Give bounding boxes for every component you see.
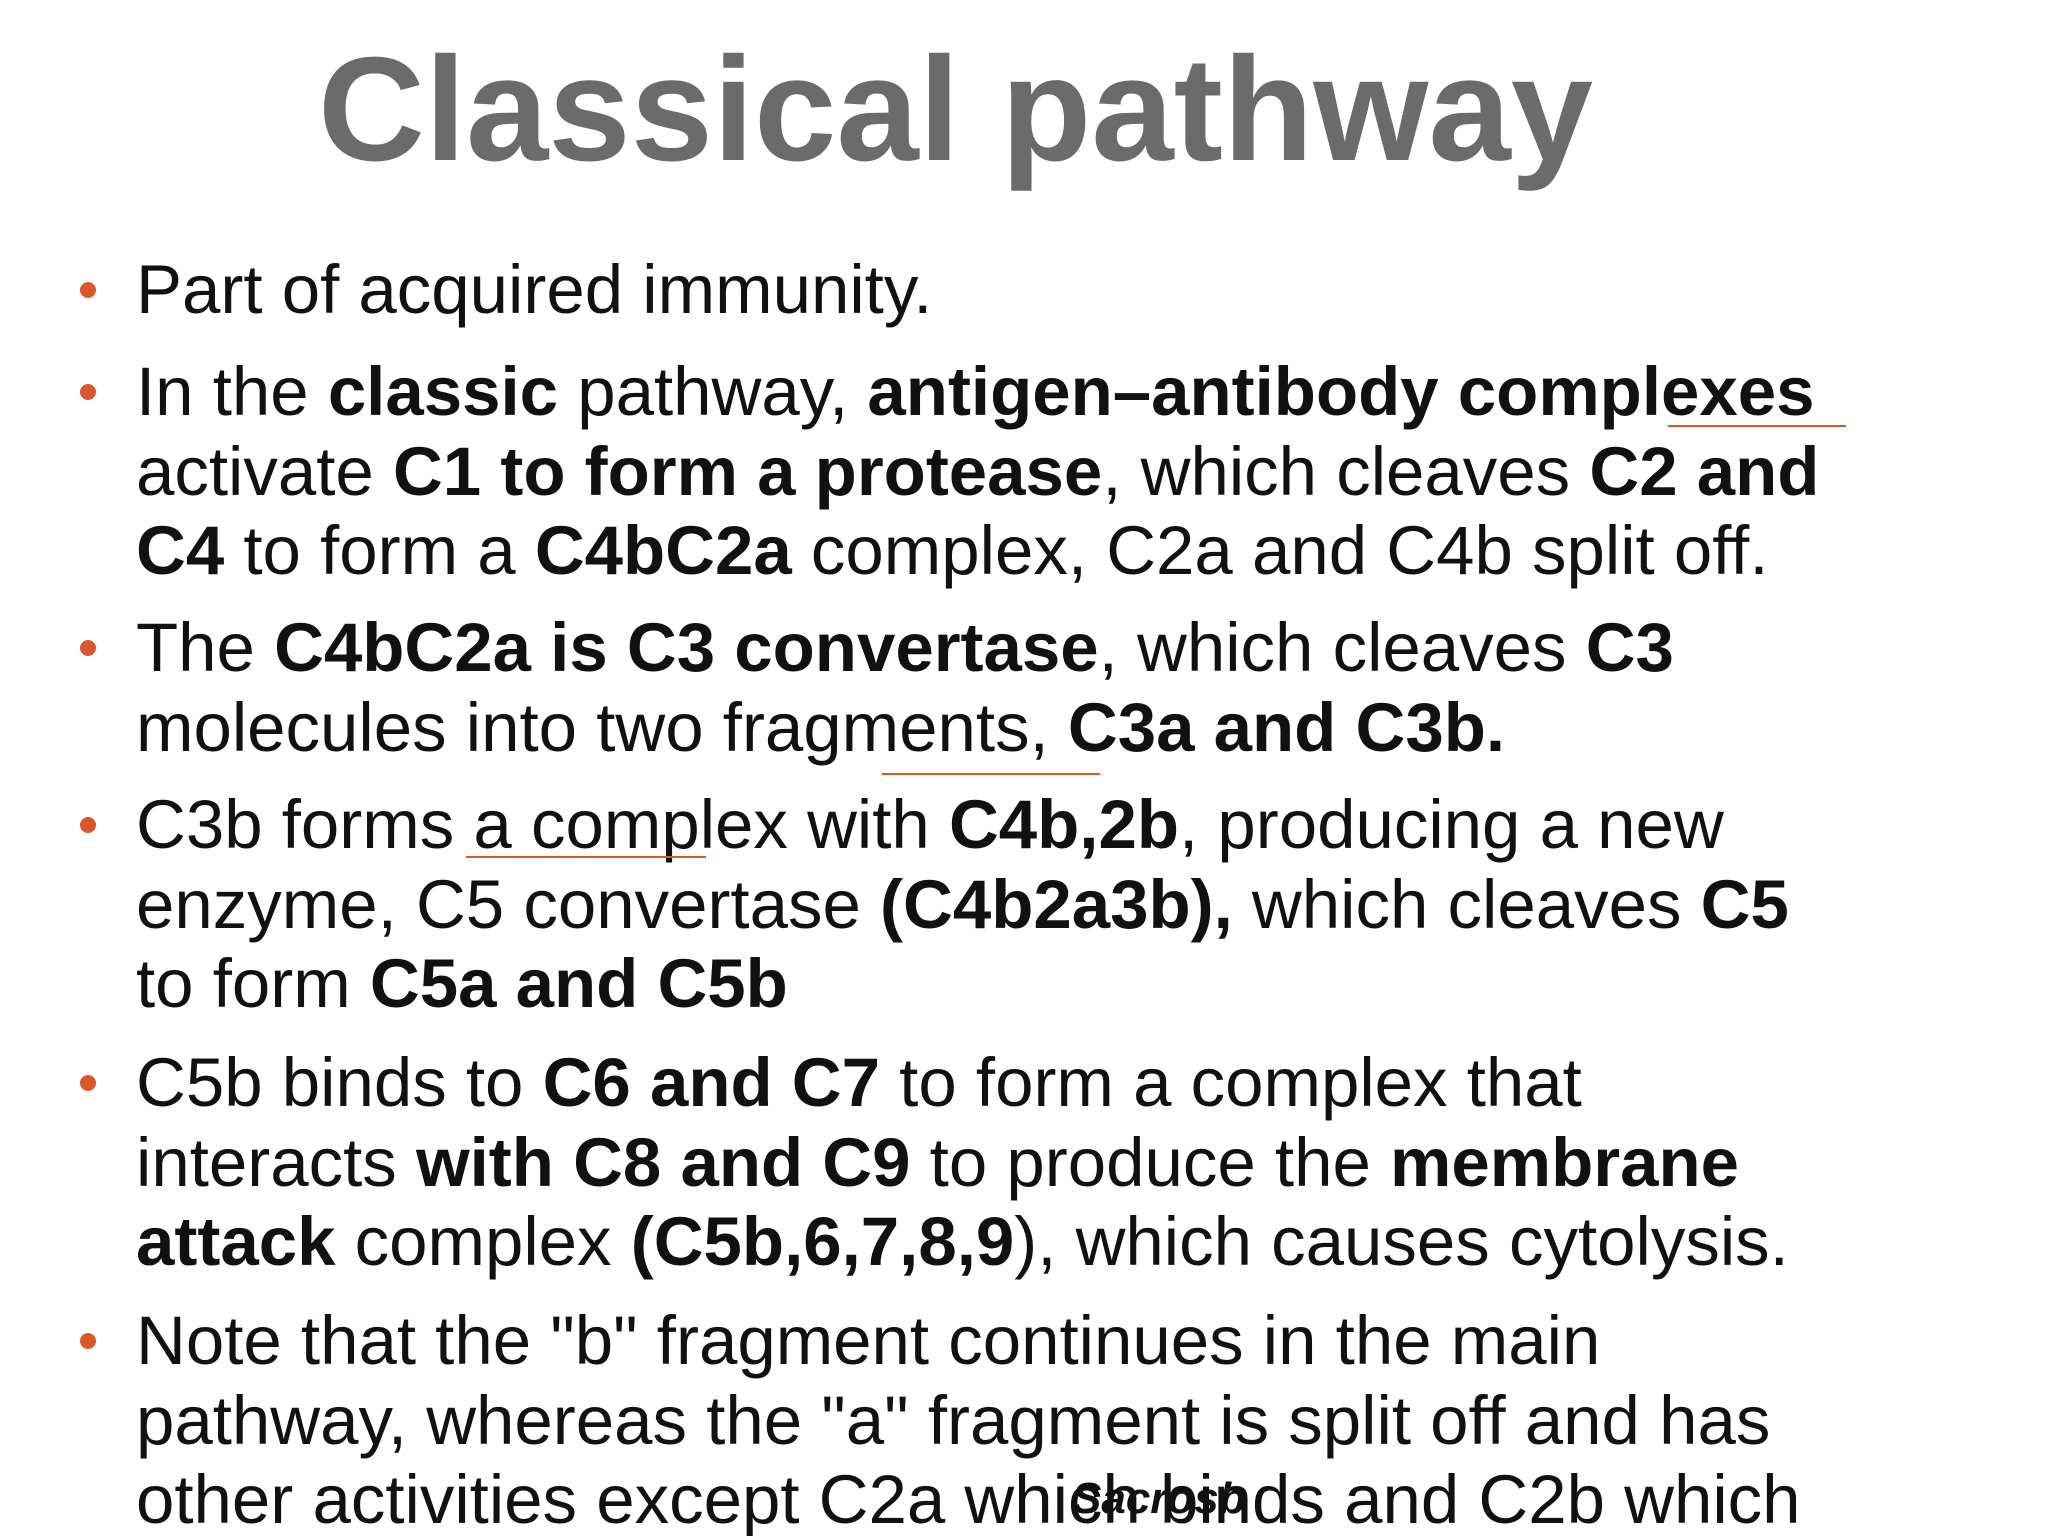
text-run: to form a <box>224 512 535 589</box>
bold-text-run: C4b,2b <box>948 786 1179 863</box>
text-run: In the <box>136 353 328 430</box>
annotation-underline <box>466 856 706 858</box>
bullet-marker <box>80 640 96 656</box>
bullet-marker <box>80 282 96 298</box>
bold-text-run: C2 and <box>1589 433 1820 510</box>
bold-text-run: with C8 and C9 <box>415 1124 911 1201</box>
bullet-5-line-2: interacts with C8 and C9 to produce the … <box>136 1123 1739 1203</box>
text-run: , producing a new <box>1179 786 1724 863</box>
text-run: Note that the "b" fragment continues in … <box>136 1302 1601 1379</box>
bullet-6-line-3: other activities except C2a which binds … <box>136 1460 1801 1536</box>
text-run: ), which causes cytolysis. <box>1014 1203 1789 1280</box>
bullet-5-line-1: C5b binds to C6 and C7 to form a complex… <box>136 1043 1582 1123</box>
bullet-3-line-2: molecules into two fragments, C3a and C3… <box>136 688 1505 768</box>
bold-text-run: C6 and C7 <box>542 1044 881 1121</box>
bullet-1-line-1: Part of acquired immunity. <box>136 250 932 330</box>
text-run: activate <box>136 433 393 510</box>
text-run: Part of acquired immunity. <box>136 251 933 328</box>
text-run: The <box>136 609 275 686</box>
bold-text-run: (C5b,6,7,8,9 <box>630 1203 1015 1280</box>
bullet-4-line-2: enzyme, C5 convertase (C4b2a3b), which c… <box>136 865 1789 945</box>
bullet-3-line-1: The C4bC2a is C3 convertase, which cleav… <box>136 608 1674 688</box>
bold-text-run: (C4b2a3b), <box>880 866 1233 943</box>
bold-text-run: C4bC2a is C3 convertase <box>274 609 1099 686</box>
text-run: to form a complex that <box>880 1044 1582 1121</box>
text-run: molecules into two fragments, <box>136 689 1068 766</box>
bold-text-run: C1 to form a protease <box>392 433 1103 510</box>
bold-text-run: antigen–antibody complexes <box>867 353 1815 430</box>
annotation-underline <box>1668 425 1846 427</box>
text-run: which cleaves <box>1232 866 1701 943</box>
bullet-2-line-1: In the classic pathway, antigen–antibody… <box>136 352 1815 432</box>
text-run: C3b forms a complex with <box>136 786 949 863</box>
bold-text-run: C3a and C3b. <box>1067 689 1506 766</box>
bullet-marker <box>80 384 96 400</box>
bullet-6-line-2: pathway, whereas the "a" fragment is spl… <box>136 1381 1770 1461</box>
bullet-marker <box>80 1333 96 1349</box>
bullet-4-line-3: to form C5a and C5b <box>136 944 788 1024</box>
bullet-2-line-2: activate C1 to form a protease, which cl… <box>136 432 1819 512</box>
text-run: interacts <box>136 1124 416 1201</box>
bullet-4-line-1: C3b forms a complex with C4b,2b, produci… <box>136 785 1724 865</box>
bold-text-run: C5 <box>1700 866 1789 943</box>
text-run: enzyme, C5 convertase <box>136 866 881 943</box>
text-run: complex, C2a and C4b split off. <box>791 512 1769 589</box>
bullet-2-line-3: C4 to form a C4bC2a complex, C2a and C4b… <box>136 511 1769 591</box>
bullet-6-line-1: Note that the "b" fragment continues in … <box>136 1301 1600 1381</box>
bold-text-run: attack <box>136 1203 336 1280</box>
bold-text-run: C3 <box>1585 609 1674 686</box>
text-run: to form <box>136 945 370 1022</box>
text-run: complex <box>335 1203 631 1280</box>
bold-text-run: C5a and C5b <box>369 945 788 1022</box>
bullet-marker <box>80 1075 96 1091</box>
text-run: , which cleaves <box>1098 609 1586 686</box>
annotation-underline <box>882 773 1100 775</box>
text-run: pathway, <box>558 353 868 430</box>
watermark-text: Sacrosb <box>1072 1474 1246 1523</box>
bold-text-run: membrane <box>1390 1124 1739 1201</box>
text-run: pathway, whereas the "a" fragment is spl… <box>136 1382 1771 1459</box>
text-run: to produce the <box>910 1124 1391 1201</box>
bullet-marker <box>80 817 96 833</box>
bold-text-run: C4bC2a <box>534 512 792 589</box>
bold-text-run: C4 <box>136 512 225 589</box>
bold-text-run: classic <box>327 353 559 430</box>
text-run: C5b binds to <box>136 1044 543 1121</box>
text-run: other activities except C2a which binds … <box>136 1461 1801 1536</box>
slide-title: Classical pathway <box>318 27 1594 192</box>
text-run: , which cleaves <box>1102 433 1590 510</box>
bullet-5-line-3: attack complex (C5b,6,7,8,9), which caus… <box>136 1202 1789 1282</box>
